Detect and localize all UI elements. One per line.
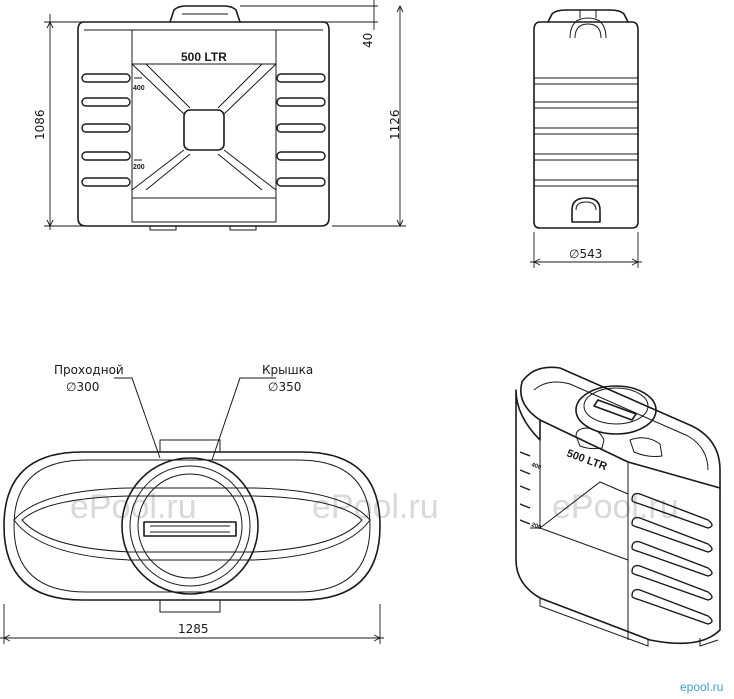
- isometric-view: 500 LTR 400 200: [515, 366, 721, 647]
- dim-total-height: 1126: [388, 109, 402, 140]
- lid-size: ∅350: [268, 380, 301, 394]
- tank-volume-label-iso: 500 LTR: [565, 448, 609, 474]
- brand-logo: epool.ru: [680, 680, 723, 694]
- dim-length: 1285: [178, 622, 209, 636]
- top-dimensions: 1285: [0, 604, 384, 644]
- watermark-3: ePool.ru: [552, 488, 679, 526]
- side-dimensions: ∅543: [530, 232, 642, 268]
- level-400-label-iso: 400: [530, 462, 542, 471]
- manhole-size: ∅300: [66, 380, 99, 394]
- tank-volume-label-front: 500 LTR: [181, 50, 227, 64]
- level-400-label-front: 400: [133, 85, 145, 92]
- manhole-name: Проходной: [54, 363, 124, 377]
- dim-width-diameter: ∅543: [569, 247, 602, 261]
- top-view: [3, 377, 381, 613]
- front-dimensions: 1086 40 1126: [33, 0, 406, 230]
- lid-name: Крышка: [262, 363, 313, 377]
- level-200-label-front: 200: [133, 164, 145, 171]
- top-view-labels: Проходной ∅300 Крышка ∅350: [54, 363, 313, 394]
- dim-lid-height: 40: [361, 33, 375, 48]
- front-view: 500 LTR 400 200: [77, 5, 330, 231]
- side-view: [533, 9, 639, 229]
- level-200-label-iso: 200: [530, 522, 542, 531]
- dim-front-height: 1086: [33, 109, 47, 140]
